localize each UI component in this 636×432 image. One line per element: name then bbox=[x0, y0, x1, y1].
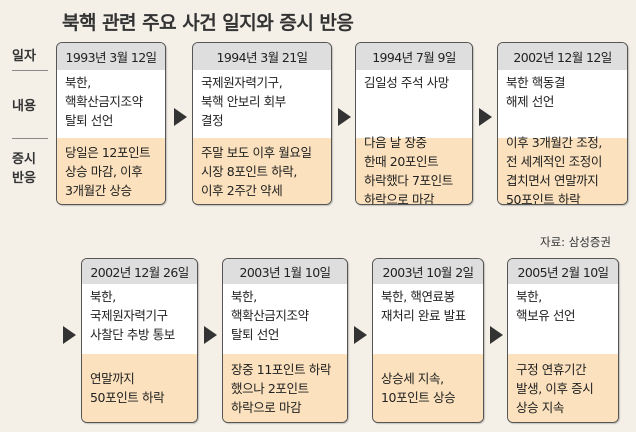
event-content: 북한, 핵확산금지조약 탈퇴 선언 bbox=[223, 284, 347, 354]
market-reaction: 이후 3개월간 조정, 전 세계적인 조정이 겹치면서 연말까지 50포인트 하… bbox=[498, 135, 627, 204]
market-reaction: 구정 연휴기간 발생, 이후 증시 상승 지속 bbox=[508, 354, 618, 422]
source-note: 자료: 삼성증권 bbox=[540, 235, 612, 249]
arrow-right-icon bbox=[204, 326, 217, 344]
arrow-right-icon bbox=[338, 108, 351, 126]
event-content: 북한, 핵보유 선언 bbox=[508, 284, 618, 354]
row-label-market: 증시 반응 bbox=[12, 152, 36, 186]
event-content: 북한, 핵확산금지조약 탈퇴 선언 bbox=[57, 70, 165, 138]
event-content: 김일성 주석 사망 bbox=[356, 70, 472, 138]
event-card: 2003년 1월 10일 북한, 핵확산금지조약 탈퇴 선언 장중 11포인트 … bbox=[222, 258, 348, 423]
arrow-right-icon bbox=[174, 108, 187, 126]
row-label-content: 내용 bbox=[12, 99, 36, 114]
event-date: 2002년 12월 26일 bbox=[82, 259, 197, 284]
event-content: 북한 핵동결 해제 선언 bbox=[498, 70, 627, 138]
event-card: 1993년 3월 12일 북한, 핵확산금지조약 탈퇴 선언 당일은 12포인트… bbox=[56, 42, 166, 205]
market-reaction: 장중 11포인트 하락 했으나 2포인트 하락으로 마감 bbox=[223, 354, 347, 422]
event-card: 1994년 7월 9일 김일성 주석 사망 다음 날 장중 한때 20포인트 하… bbox=[355, 42, 473, 205]
infographic-title: 북핵 관련 주요 사건 일지와 증시 반응 bbox=[62, 12, 354, 34]
event-date: 1994년 3월 21일 bbox=[193, 43, 331, 70]
arrow-right-icon bbox=[63, 326, 76, 344]
arrow-right-icon bbox=[490, 326, 503, 344]
market-reaction: 연말까지 50포인트 하락 bbox=[82, 354, 197, 422]
divider bbox=[12, 70, 48, 71]
event-card: 2003년 10월 2일 북한, 핵연료봉 재처리 완료 발표 상승세 지속, … bbox=[372, 258, 484, 423]
market-reaction: 상승세 지속, 10포인트 상승 bbox=[373, 354, 483, 422]
event-content: 국제원자력기구, 북핵 안보리 회부 결정 bbox=[193, 70, 331, 138]
event-card: 1994년 3월 21일 국제원자력기구, 북핵 안보리 회부 결정 주말 보도… bbox=[192, 42, 332, 205]
event-date: 1994년 7월 9일 bbox=[356, 43, 472, 70]
event-date: 1993년 3월 12일 bbox=[57, 43, 165, 70]
divider bbox=[12, 138, 48, 139]
event-date: 2003년 10월 2일 bbox=[373, 259, 483, 284]
market-reaction: 주말 보도 이후 월요일 시장 8포인트 하락, 이후 2주간 약세 bbox=[193, 138, 331, 204]
market-reaction: 당일은 12포인트 상승 마감, 이후 3개월간 상승 bbox=[57, 138, 165, 204]
event-card: 2002년 12월 26일 북한, 국제원자력기구 사찰단 추방 통보 연말까지… bbox=[81, 258, 198, 423]
market-reaction: 다음 날 장중 한때 20포인트 하락했다 7포인트 하락으로 마감 bbox=[356, 135, 472, 204]
arrow-right-icon bbox=[479, 108, 492, 126]
event-date: 2002년 12월 12일 bbox=[498, 43, 627, 70]
event-content: 북한, 핵연료봉 재처리 완료 발표 bbox=[373, 284, 483, 354]
event-date: 2003년 1월 10일 bbox=[223, 259, 347, 284]
event-card: 2002년 12월 12일 북한 핵동결 해제 선언 이후 3개월간 조정, 전… bbox=[497, 42, 628, 205]
row-label-date: 일자 bbox=[12, 49, 36, 64]
arrow-right-icon bbox=[354, 326, 367, 344]
event-content: 북한, 국제원자력기구 사찰단 추방 통보 bbox=[82, 284, 197, 354]
event-date: 2005년 2월 10일 bbox=[508, 259, 618, 284]
event-card: 2005년 2월 10일 북한, 핵보유 선언 구정 연휴기간 발생, 이후 증… bbox=[507, 258, 619, 423]
